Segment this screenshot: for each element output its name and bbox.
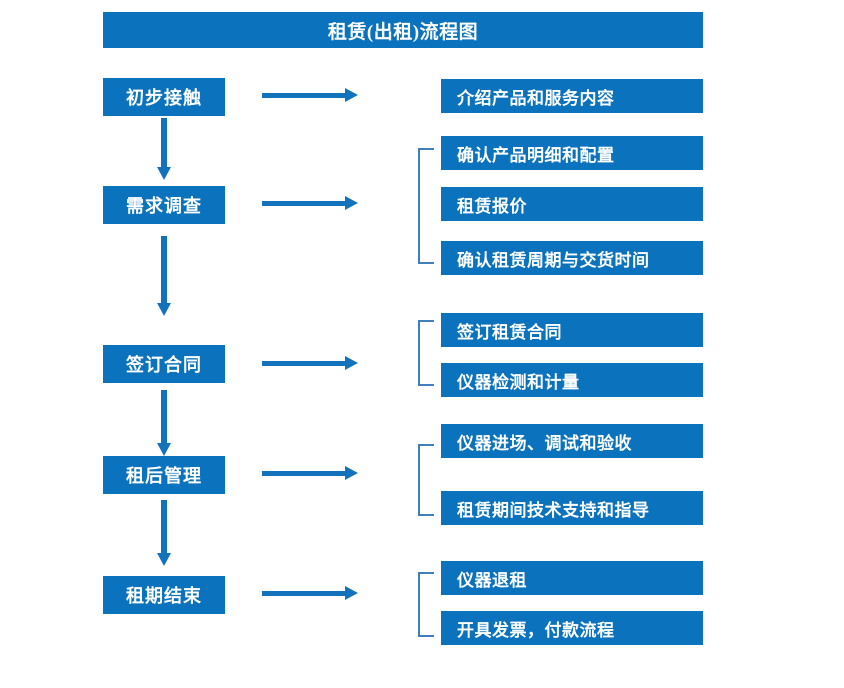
- arrow-down-initial-to-needs: [157, 118, 171, 180]
- arrow-head: [345, 88, 358, 102]
- arrow-shaft: [262, 93, 346, 98]
- arrow-head: [345, 196, 358, 210]
- detail-box-instrument-return[interactable]: 仪器退租: [441, 561, 703, 595]
- arrow-shaft: [161, 236, 167, 303]
- stage-box-post-rent-admin[interactable]: 租后管理: [103, 456, 225, 494]
- arrow-right-lease-end: [262, 586, 358, 600]
- group-bracket-needs-survey: [418, 148, 434, 264]
- stage-box-initial-contact[interactable]: 初步接触: [103, 78, 225, 116]
- arrow-shaft: [262, 361, 346, 366]
- arrow-head: [345, 466, 358, 480]
- detail-box-technical-support[interactable]: 租赁期间技术支持和指导: [441, 491, 703, 525]
- detail-box-confirm-product-spec[interactable]: 确认产品明细和配置: [441, 136, 703, 170]
- arrow-head: [345, 356, 358, 370]
- arrow-shaft: [262, 471, 346, 476]
- arrow-down-contract-to-postrent: [157, 390, 171, 456]
- detail-box-rental-quote[interactable]: 租赁报价: [441, 187, 703, 221]
- stage-box-lease-end[interactable]: 租期结束: [103, 576, 225, 614]
- arrow-head: [345, 586, 358, 600]
- arrow-head: [157, 553, 171, 566]
- stage-box-needs-survey[interactable]: 需求调查: [103, 186, 225, 224]
- detail-box-instrument-onsite[interactable]: 仪器进场、调试和验收: [441, 424, 703, 458]
- detail-box-confirm-period-delivery[interactable]: 确认租赁周期与交货时间: [441, 241, 703, 275]
- arrow-shaft: [262, 201, 346, 206]
- detail-box-introduce-products[interactable]: 介绍产品和服务内容: [441, 79, 703, 113]
- detail-box-sign-rental-contract[interactable]: 签订租赁合同: [441, 313, 703, 347]
- arrow-right-post-rent-admin: [262, 466, 358, 480]
- arrow-shaft: [161, 118, 167, 167]
- arrow-shaft: [161, 500, 167, 553]
- arrow-head: [157, 167, 171, 180]
- detail-box-invoice-payment[interactable]: 开具发票，付款流程: [441, 611, 703, 645]
- group-bracket-sign-contract: [418, 320, 434, 386]
- arrow-right-initial-contact: [262, 88, 358, 102]
- stage-box-sign-contract[interactable]: 签订合同: [103, 345, 225, 383]
- arrow-shaft: [262, 591, 346, 596]
- detail-box-instrument-inspection[interactable]: 仪器检测和计量: [441, 363, 703, 397]
- arrow-right-sign-contract: [262, 356, 358, 370]
- group-bracket-post-rent-admin: [418, 444, 434, 516]
- group-bracket-lease-end: [418, 572, 434, 637]
- arrow-down-needs-to-contract: [157, 236, 171, 316]
- arrow-head: [157, 303, 171, 316]
- page-title: 租赁(出租)流程图: [103, 12, 703, 48]
- arrow-down-postrent-to-leaseend: [157, 500, 171, 566]
- arrow-head: [157, 443, 171, 456]
- arrow-shaft: [161, 390, 167, 443]
- arrow-right-needs-survey: [262, 196, 358, 210]
